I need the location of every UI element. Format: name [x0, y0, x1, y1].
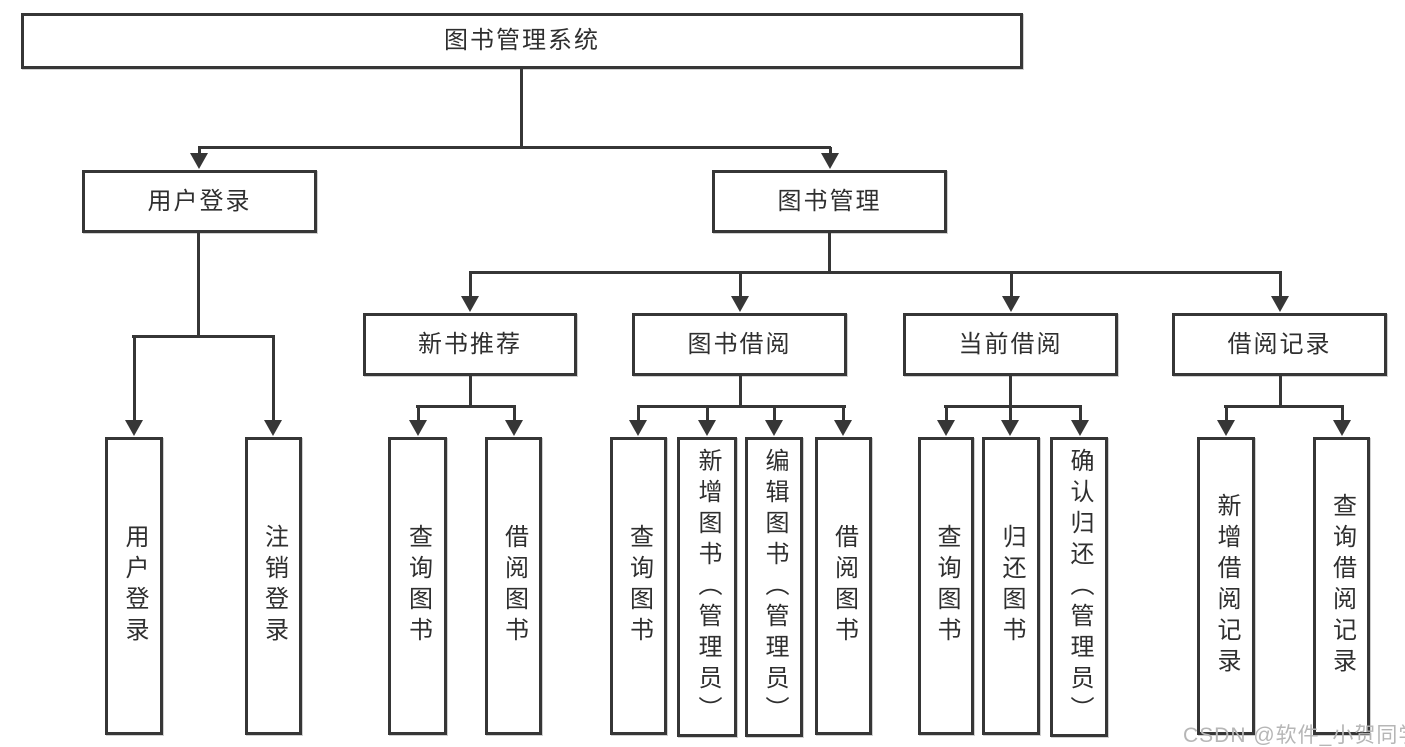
leaf-user-login: 用户登录 — [105, 437, 163, 735]
leaf-query-books-2: 查询图书 — [610, 437, 667, 735]
connector-line — [132, 335, 275, 338]
arrow-down-icon — [1071, 406, 1089, 436]
leaf-borrow-books-1: 借阅图书 — [485, 437, 542, 735]
leaf-query-books-1: 查询图书 — [388, 437, 447, 735]
arrow-down-icon — [834, 406, 852, 436]
connector-line — [1279, 376, 1282, 408]
connector-line — [637, 405, 846, 408]
arrow-down-icon — [461, 272, 479, 312]
connector-line — [1224, 405, 1344, 408]
connector-line — [1009, 376, 1012, 408]
arrow-down-icon — [264, 336, 282, 436]
arrow-down-icon — [1217, 406, 1235, 436]
arrow-down-icon — [629, 406, 647, 436]
arrow-down-icon — [1333, 406, 1351, 436]
connector-line — [739, 376, 742, 408]
leaf-add-book-admin: 新增图书（管理员） — [677, 437, 737, 737]
leaf-query-books-3: 查询图书 — [918, 437, 974, 735]
arrow-down-icon — [937, 406, 955, 436]
csdn-watermark: CSDN @软件_小贺同学 — [1183, 724, 1405, 747]
node-library-system: 图书管理系统 — [21, 13, 1023, 69]
connector-line — [469, 376, 472, 408]
arrow-down-icon — [1002, 272, 1020, 312]
node-new-book-recommend: 新书推荐 — [363, 313, 577, 376]
leaf-query-borrow-record: 查询借阅记录 — [1313, 437, 1370, 735]
arrow-down-icon — [505, 406, 523, 436]
arrow-down-icon — [190, 147, 208, 169]
connector-line — [197, 233, 200, 338]
arrow-down-icon — [1271, 272, 1289, 312]
leaf-logout: 注销登录 — [245, 437, 302, 735]
connector-line — [520, 69, 523, 149]
arrow-down-icon — [1001, 406, 1019, 436]
node-user-login: 用户登录 — [82, 170, 317, 233]
connector-line — [198, 146, 831, 149]
leaf-confirm-return-admin: 确认归还（管理员） — [1050, 437, 1108, 737]
leaf-return-book: 归还图书 — [982, 437, 1040, 735]
leaf-borrow-books-2: 借阅图书 — [815, 437, 872, 735]
node-current-borrow: 当前借阅 — [903, 313, 1118, 376]
connector-line — [944, 405, 1082, 408]
connector-line — [469, 271, 1282, 274]
connector-line — [416, 405, 516, 408]
connector-line — [828, 233, 831, 274]
arrow-down-icon — [125, 336, 143, 436]
leaf-add-borrow-record: 新增借阅记录 — [1197, 437, 1255, 735]
node-book-borrow: 图书借阅 — [632, 313, 847, 376]
leaf-edit-book-admin: 编辑图书（管理员） — [745, 437, 803, 737]
arrow-down-icon — [698, 406, 716, 436]
arrow-down-icon — [765, 406, 783, 436]
arrow-down-icon — [731, 272, 749, 312]
arrow-down-icon — [409, 406, 427, 436]
arrow-down-icon — [821, 147, 839, 169]
node-borrow-records: 借阅记录 — [1172, 313, 1387, 376]
node-book-management: 图书管理 — [712, 170, 947, 233]
